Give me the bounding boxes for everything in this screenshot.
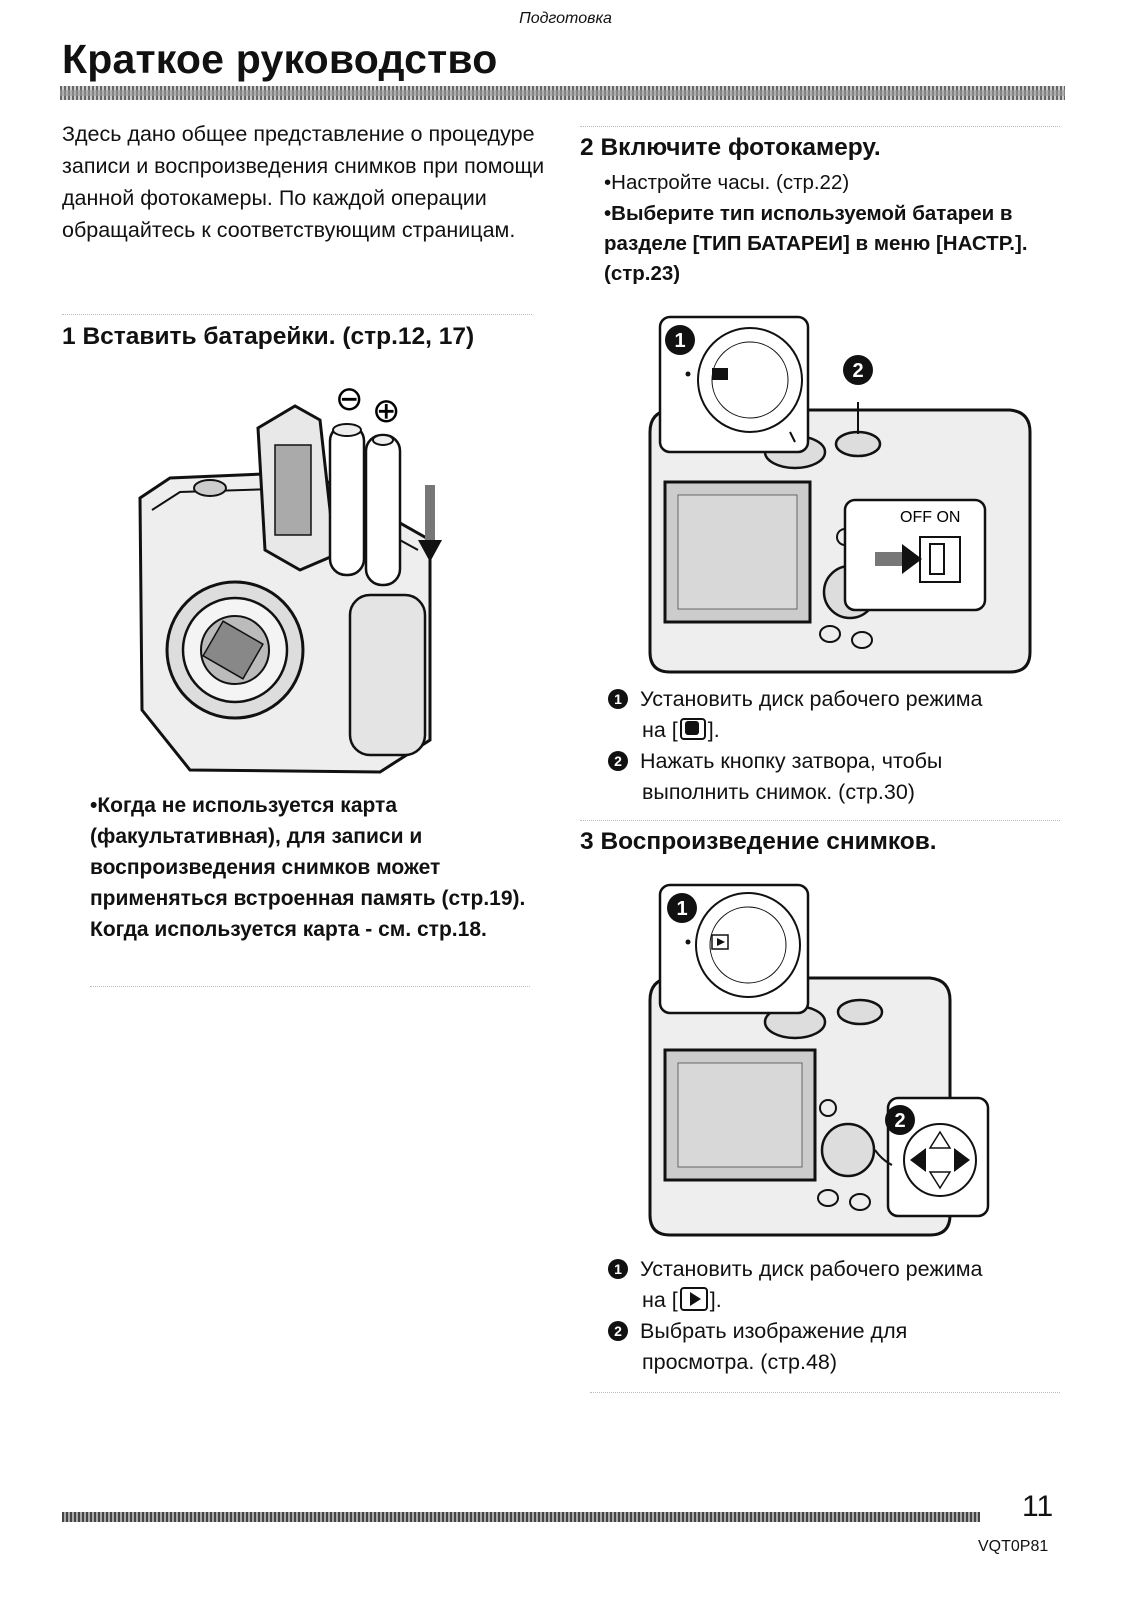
step2-item1-prefix: на [ — [642, 718, 678, 742]
marker-2: 2 — [608, 751, 628, 771]
step2-bullet-battery: •Выберите тип используемой батареи в раз… — [604, 202, 1028, 285]
playback-illustration: 1 2 — [648, 883, 990, 1237]
section-label: Подготовка — [519, 10, 612, 27]
step3-item1-text: Установить диск рабочего режима — [640, 1257, 983, 1281]
step2-title-text: Включите фотокамеру. — [600, 134, 881, 161]
intro-text: Здесь дано общее представление о процеду… — [62, 122, 545, 242]
step2-item2-text: Нажать кнопку затвора, чтобы — [640, 749, 943, 773]
step3-item1: 1 Установить диск рабочего режима на []. — [608, 1254, 1058, 1316]
footer-rule — [62, 1512, 980, 1522]
step1-title: 1 Вставить батарейки. (стр.12, 17) — [62, 323, 474, 351]
title-rule — [60, 86, 1065, 100]
divider — [580, 820, 1060, 821]
step2-item2-text2: выполнить снимок. (стр.30) — [642, 780, 915, 804]
step1-number: 1 — [62, 323, 76, 350]
marker-1: 1 — [608, 1259, 628, 1279]
step2-title: 2 Включите фотокамеру. — [580, 134, 881, 162]
step3-title: 3 Воспроизведение снимков. — [580, 828, 937, 856]
marker-2: 2 — [894, 1110, 905, 1132]
step3-item2-text2: просмотра. (стр.48) — [642, 1350, 838, 1374]
battery-insert-illustration: ⊖ ⊕ — [138, 380, 442, 774]
page-number: 11 — [1022, 1490, 1054, 1523]
step3-item2: 2 Выбрать изображение для просмотра. (стр… — [608, 1316, 1058, 1378]
divider — [590, 1392, 1060, 1393]
step1-note: •Когда не используется карта (факультати… — [90, 794, 526, 941]
plus-symbol: ⊕ — [372, 392, 401, 430]
marker-1: 1 — [674, 330, 685, 352]
camera-icon — [679, 718, 706, 740]
marker-1: 1 — [676, 898, 687, 920]
divider — [62, 314, 532, 315]
marker-2: 2 — [852, 360, 863, 382]
step3-number: 3 — [580, 828, 594, 855]
page-title: Краткое руководство — [62, 36, 498, 82]
marker-1: 1 — [608, 689, 628, 709]
step1-title-text: Вставить батарейки. (стр.12, 17) — [82, 323, 475, 350]
step2-item1-text: Установить диск рабочего режима — [640, 687, 983, 711]
step3-item1-suffix: ]. — [709, 1288, 722, 1312]
step2-item1-suffix: ]. — [707, 718, 720, 742]
divider — [580, 126, 1060, 127]
step2-item1: 1 Установить диск рабочего режима на []. — [608, 684, 1058, 746]
step2-bullet-clock: •Настройте часы. (стр.22) — [604, 171, 850, 194]
step3-title-text: Воспроизведение снимков. — [600, 828, 937, 855]
step3-item2-text: Выбрать изображение для — [640, 1319, 908, 1343]
off-on-label: OFF ON — [900, 509, 960, 526]
marker-2: 2 — [608, 1321, 628, 1341]
document-code: VQT0P81 — [978, 1538, 1049, 1555]
power-on-illustration: OFF ON 1 2 — [648, 315, 1032, 674]
play-icon — [679, 1287, 708, 1311]
step2-number: 2 — [580, 134, 594, 161]
divider — [90, 986, 530, 987]
step2-item2: 2 Нажать кнопку затвора, чтобы выполнить … — [608, 746, 1058, 808]
step3-item1-prefix: на [ — [642, 1288, 678, 1312]
minus-symbol: ⊖ — [335, 380, 364, 418]
